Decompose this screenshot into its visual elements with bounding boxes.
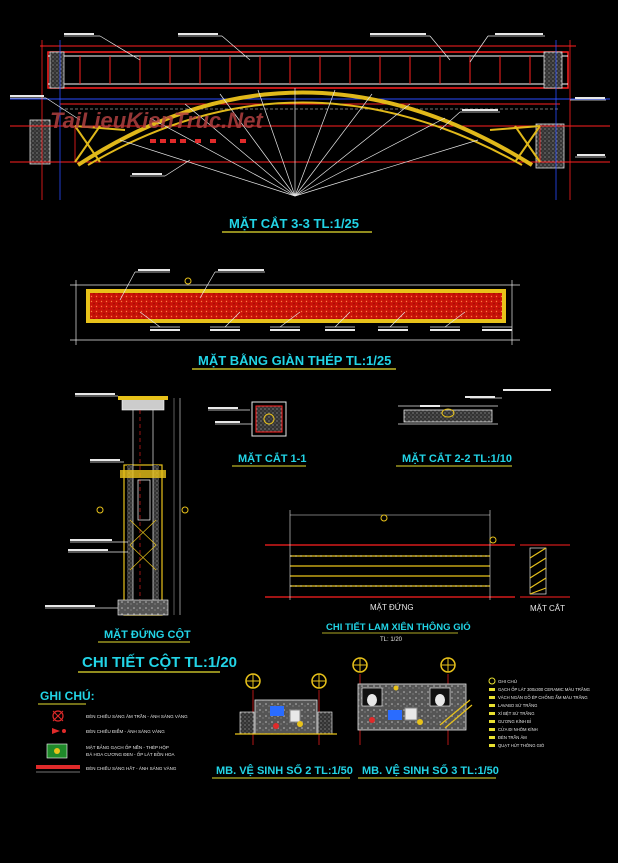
note-item: ĐÁ HOA CƯƠNG ĐEN - ỐP LÁT BỒN HOA xyxy=(86,751,175,757)
wc2-plan-drawing xyxy=(235,673,337,745)
title-plan-truss: MẶT BẰNG GIÀN THÉP TL:1/25 xyxy=(198,353,391,368)
title-notes: GHI CHÚ: xyxy=(40,688,95,703)
legend-item: GƯƠNG KÍNH BỈ xyxy=(498,719,532,724)
legend-markers xyxy=(488,677,496,747)
notes-list: ĐÈN CHIẾU SÁNG ÂM TRẦN - ÁNH SÁNG VÀNG Đ… xyxy=(86,713,188,771)
note-item: ĐÈN CHIẾU ĐIỂM - ÁNH SÁNG VÀNG xyxy=(86,728,165,734)
section-3-3-drawing xyxy=(10,33,610,200)
legend-item: ĐÈN TRẦN ÂM xyxy=(498,735,527,740)
notes-symbols xyxy=(36,710,80,773)
section-1-1-drawing xyxy=(208,401,287,437)
title-section-3-3: MẶT CẮT 3-3 TL:1/25 xyxy=(229,216,359,231)
title-column-detail: CHI TIẾT CỘT TL:1/20 xyxy=(82,653,237,671)
column-elevation-drawing xyxy=(45,393,189,616)
legend-list: GHI CHÚ GẠCH ỐP LÁT 300x300 CERAMIC MÀU … xyxy=(498,678,590,748)
vent-scale: TL: 1/20 xyxy=(380,637,403,643)
watermark: TaiLieuKienTruc.Net xyxy=(50,108,264,133)
title-section-2-2: MẶT CẮT 2-2 TL:1/10 xyxy=(402,452,512,465)
vent-louver-drawing xyxy=(265,510,570,600)
titles: MẶT CẮT 3-3 TL:1/25 MẶT BẰNG GIÀN THÉP T… xyxy=(38,216,565,779)
title-vent-louver: CHI TIẾT LAM XIÊN THÔNG GIÓ xyxy=(326,621,471,633)
legend-title: GHI CHÚ xyxy=(498,678,517,684)
title-wc3: MB. VỆ SINH SỐ 3 TL:1/50 xyxy=(362,763,499,777)
label-vent-elevation: MẶT ĐỨNG xyxy=(370,603,414,612)
plan-truss-drawing xyxy=(70,269,520,345)
watermark-text: TaiLieuKienTruc.Net xyxy=(50,108,264,133)
legend-item: LAVABO SỨ TRẮNG xyxy=(498,703,537,708)
legend-item: XÍ BỆT SỨ TRẮNG xyxy=(498,711,534,716)
note-item: ĐÈN CHIẾU SÁNG HẮT - ÁNH SÁNG VÀNG xyxy=(86,764,177,771)
note-item: MẶT BẢNG GẠCH ỐP NỀN - THÉP HỘP xyxy=(86,744,169,750)
title-section-1-1: MẶT CẮT 1-1 xyxy=(238,452,306,465)
wc3-plan-drawing xyxy=(352,657,473,745)
title-wc2: MB. VỆ SINH SỐ 2 TL:1/50 xyxy=(216,763,353,777)
section-2-2-drawing xyxy=(398,389,551,425)
note-item: ĐÈN CHIẾU SÁNG ÂM TRẦN - ÁNH SÁNG VÀNG xyxy=(86,713,188,719)
legend-item: GẠCH ỐP LÁT 300x300 CERAMIC MÀU TRẮNG xyxy=(498,687,590,692)
legend-item: CỬA ĐI NHÔM KÍNH xyxy=(498,727,538,732)
title-column-elevation: MẶT ĐỨNG CỘT xyxy=(104,628,191,641)
legend-item: QUẠT HÚT THÔNG GIÓ xyxy=(498,743,545,748)
legend-item: VÁCH NGĂN GỖ ÉP CHỐNG ẨM MÀU TRẮNG xyxy=(498,695,588,700)
label-vent-section: MẶT CẮT xyxy=(530,604,565,613)
